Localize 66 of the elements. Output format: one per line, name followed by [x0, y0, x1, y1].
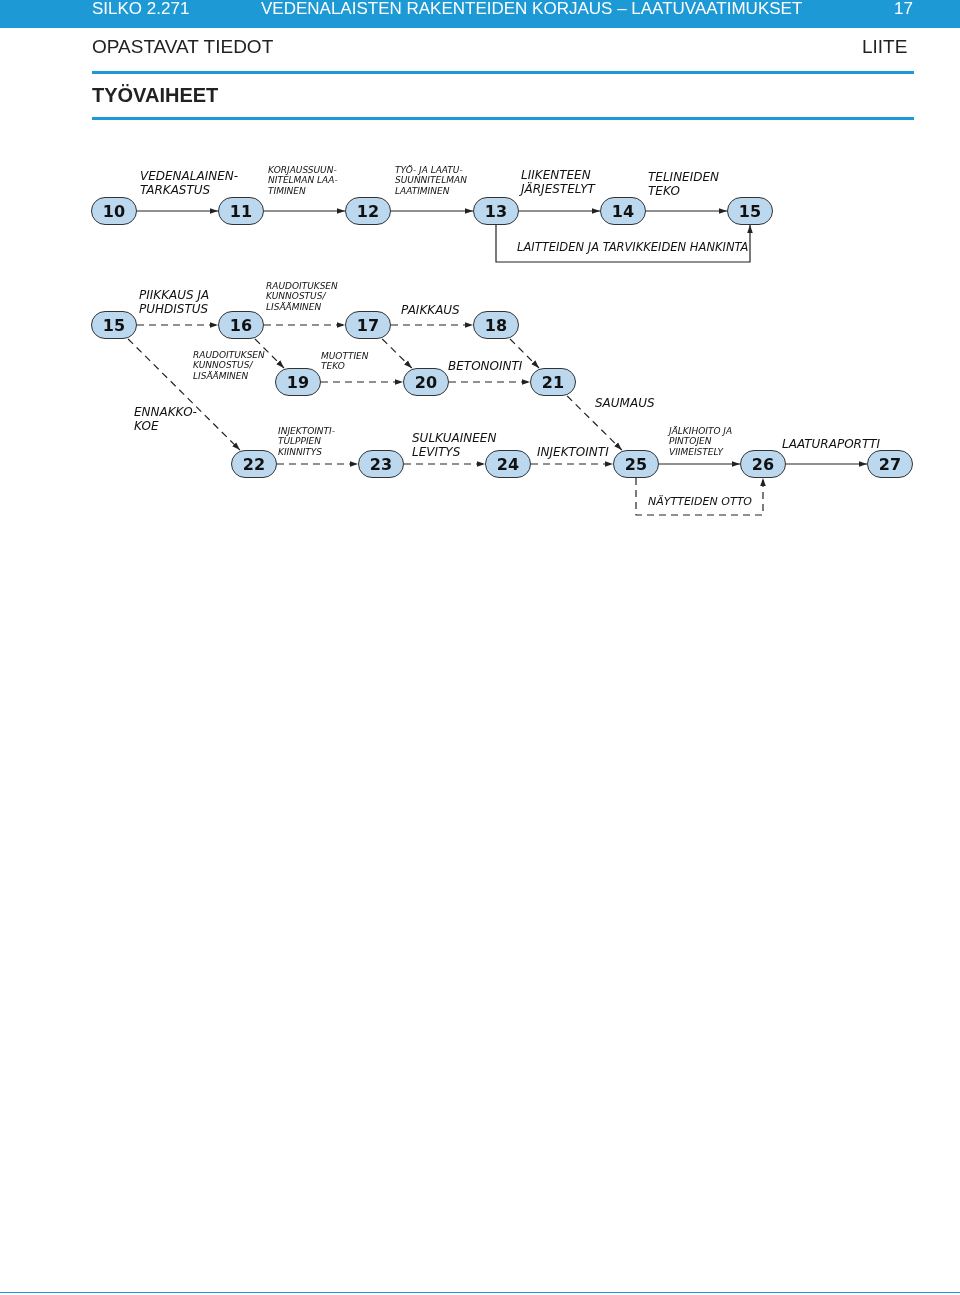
arrow — [785, 461, 868, 467]
step-node: 23 — [358, 450, 404, 478]
step-node: 27 — [867, 450, 913, 478]
section-label: LIITE — [862, 38, 908, 56]
edge-label: MUOTTIEN TEKO — [321, 351, 370, 372]
edge-label: KORJAUSSUUN- NITELMAN LAA- TIMINEN — [268, 165, 339, 197]
step-node: 10 — [91, 197, 137, 225]
step-node: 26 — [740, 450, 786, 478]
arrow — [320, 379, 404, 385]
edge-label: INJEKTOINTI — [537, 446, 610, 460]
edge-label: SAUMAUS — [595, 397, 656, 411]
arrow — [263, 322, 346, 328]
edge-label: PAIKKAUS — [401, 304, 461, 318]
arrow — [263, 208, 346, 214]
arrow — [390, 322, 474, 328]
step-node: 13 — [473, 197, 519, 225]
step-node: 18 — [473, 311, 519, 339]
arrow — [495, 224, 753, 263]
edge-label: LIIKENTEEN JÄRJESTELYT — [521, 169, 597, 197]
arrow — [530, 461, 614, 467]
step-node: 15 — [727, 197, 773, 225]
page-number: 17 — [894, 0, 913, 18]
step-node: 12 — [345, 197, 391, 225]
step-node: 25 — [613, 450, 659, 478]
arrow — [658, 461, 741, 467]
edge-label: INJEKTOINTI- TULPPIEN KIINNITYS — [278, 426, 336, 458]
arrow — [390, 208, 474, 214]
arrow — [127, 338, 241, 451]
section-heading: OPASTAVAT TIEDOT — [92, 38, 274, 56]
arrow — [448, 379, 531, 385]
step-node: 16 — [218, 311, 264, 339]
header-text: SILKO 2.271 — [92, 0, 190, 18]
step-node: 17 — [345, 311, 391, 339]
step-node: 11 — [218, 197, 264, 225]
step-node: 14 — [600, 197, 646, 225]
edge-label: TELINEIDEN TEKO — [648, 171, 721, 199]
arrow — [136, 208, 219, 214]
title: TYÖVAIHEET — [92, 84, 219, 107]
step-node: 19 — [275, 368, 321, 396]
arrow — [403, 461, 486, 467]
step-node: 24 — [485, 450, 531, 478]
header-title: VEDENALAISTEN RAKENTEIDEN KORJAUS – LAATUVAATIMUKSET — [261, 0, 803, 18]
arrow — [381, 338, 413, 369]
edge-label: PIIKKAUS JA PUHDISTUS — [139, 289, 211, 317]
arrow — [645, 208, 728, 214]
edge-label: RAUDOITUKSEN KUNNOSTUS/ LISÄÄMINEN — [266, 281, 339, 313]
arrow — [566, 395, 623, 451]
edge-label: ENNAKKO- KOE — [134, 406, 196, 434]
edge-label: BETONOINTI — [448, 360, 524, 374]
arrow — [518, 208, 601, 214]
edge-label: VEDENALAINEN- TARKASTUS — [140, 170, 240, 198]
step-node: 21 — [530, 368, 576, 396]
edge-label: JÄLKIHOITO JA PINTOJEN VIIMEISTELY — [669, 426, 734, 458]
edge-label: LAITTEIDEN JA TARVIKKEIDEN HANKINTA — [517, 241, 750, 255]
edge-label: TYÖ- JA LAATU- SUUNNITELMAN LAATIMINEN — [395, 165, 468, 197]
arrow — [509, 338, 540, 369]
edge-label: LAATURAPORTTI — [782, 438, 882, 452]
edge-label: RAUDOITUKSEN KUNNOSTUS/ LISÄÄMINEN — [193, 350, 266, 382]
arrow — [136, 322, 219, 328]
step-node: 15 — [91, 311, 137, 339]
step-node: 22 — [231, 450, 277, 478]
step-node: 20 — [403, 368, 449, 396]
arrow — [635, 477, 766, 516]
arrow — [254, 338, 285, 369]
arrow — [276, 461, 359, 467]
edge-label: NÄYTTEIDEN OTTO — [648, 496, 753, 509]
